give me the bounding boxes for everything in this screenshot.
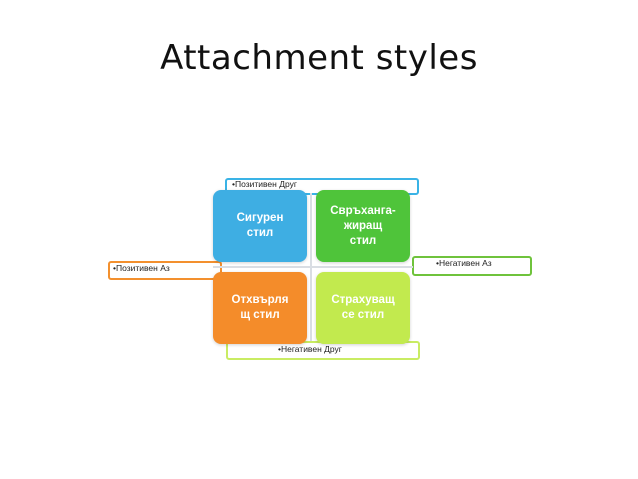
quadrant-fearful-line2: се стил xyxy=(341,309,385,321)
quadrant-preoccupied-line1: Свръханга- xyxy=(330,204,396,217)
axis-box-right xyxy=(412,256,532,276)
axis-box-left xyxy=(108,261,222,280)
axis-label-left: •Позитивен Аз xyxy=(113,263,170,273)
quadrant-preoccupied-line2: жиращ xyxy=(343,219,383,232)
quadrant-fearful-line1: Страхуващ xyxy=(331,294,395,306)
horizontal-divider xyxy=(213,266,413,268)
axis-label-right: •Негативен Аз xyxy=(436,258,492,268)
quadrant-secure-line2: стил xyxy=(246,227,274,239)
quadrant-secure-line1: Сигурен xyxy=(236,212,284,224)
quadrant-dismissive: Отхвърля щ стил xyxy=(213,272,307,344)
quadrant-fearful: Страхуващ се стил xyxy=(316,272,410,344)
axis-label-top: •Позитивен Друг xyxy=(232,179,297,189)
quadrant-secure: Сигурен стил xyxy=(213,190,307,262)
axis-label-bottom: •Негативен Друг xyxy=(278,344,342,354)
quadrant-dismissive-line2: щ стил xyxy=(240,309,280,321)
quadrant-preoccupied-line3: стил xyxy=(349,234,377,247)
slide-title: Attachment styles xyxy=(160,38,478,78)
quadrant-preoccupied: Свръханга- жиращ стил xyxy=(316,190,410,262)
quadrant-dismissive-line1: Отхвърля xyxy=(231,294,289,306)
